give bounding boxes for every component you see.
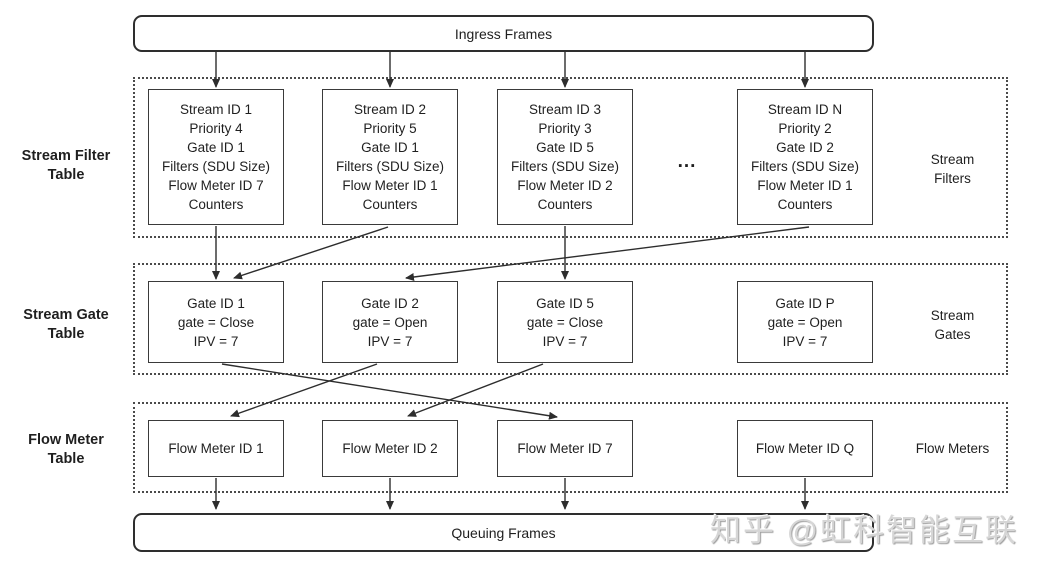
- stream-gate-table-label: Stream Gate Table: [23, 307, 109, 342]
- flow-meters-container: [133, 402, 1008, 493]
- stream-filter-box-n: Stream ID N Priority 2 Gate ID 2 Filters…: [737, 89, 873, 225]
- flow-meters-label: Flow Meters: [915, 441, 990, 456]
- stream-filter-box-1: Stream ID 1 Priority 4 Gate ID 1 Filters…: [148, 89, 284, 225]
- ingress-frames-box: Ingress Frames: [133, 15, 874, 52]
- stream-filter-box-3: Stream ID 3 Priority 3 Gate ID 5 Filters…: [497, 89, 633, 225]
- flow-meter-box-2: Flow Meter ID 2: [322, 420, 458, 477]
- flow-meter-box-q: Flow Meter ID Q: [737, 420, 873, 477]
- stream-filters-label: Stream Filters: [930, 152, 975, 186]
- stream-gate-box-5: Gate ID 5 gate = Close IPV = 7: [497, 281, 633, 363]
- stream-filter-table-label: Stream Filter Table: [21, 148, 111, 183]
- stream-gate-box-2: Gate ID 2 gate = Open IPV = 7: [322, 281, 458, 363]
- queuing-frames-label: Queuing Frames: [451, 524, 556, 541]
- flow-meter-box-1: Flow Meter ID 1: [148, 420, 284, 477]
- queuing-frames-box: Queuing Frames: [133, 513, 874, 552]
- flow-meter-box-7: Flow Meter ID 7: [497, 420, 633, 477]
- stream-gates-label: Stream Gates: [930, 308, 975, 342]
- watermark: 知乎 @虹科智能互联: [710, 513, 1019, 548]
- stream-filter-box-2: Stream ID 2 Priority 5 Gate ID 1 Filters…: [322, 89, 458, 225]
- ingress-frames-label: Ingress Frames: [454, 25, 553, 42]
- stream-gate-box-1: Gate ID 1 gate = Close IPV = 7: [148, 281, 284, 363]
- stream-gate-box-p: Gate ID P gate = Open IPV = 7: [737, 281, 873, 363]
- ellipsis: ...: [677, 151, 697, 172]
- flow-meter-table-label: Flow Meter Table: [28, 432, 104, 467]
